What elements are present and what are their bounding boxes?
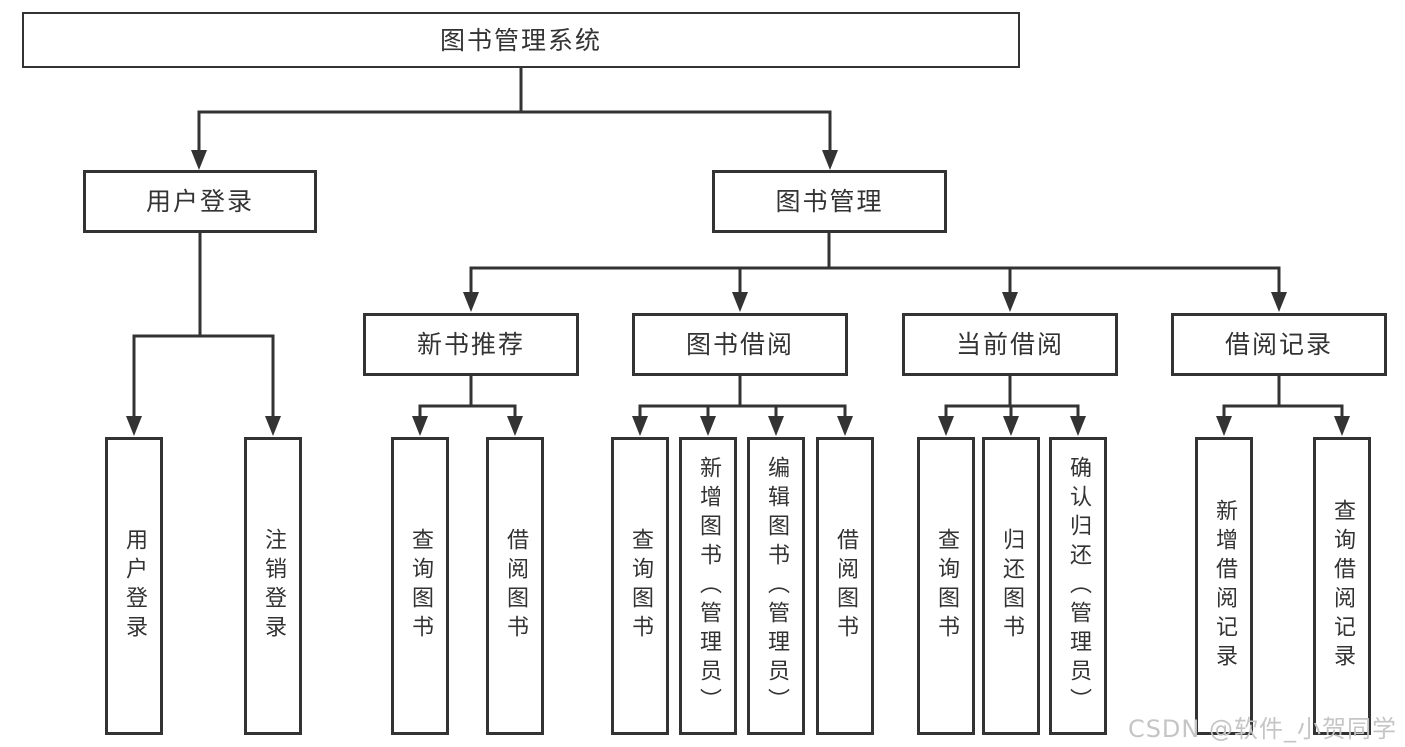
node-current-borrow: 当前借阅 (902, 313, 1118, 376)
node-new-book-recommend: 新书推荐 (363, 313, 579, 376)
node-user-login: 用户登录 (83, 170, 317, 233)
leaf-logout: 注销登录 (244, 437, 302, 735)
node-book-borrow: 图书借阅 (632, 313, 848, 376)
leaf-label: 编辑图书（管理员） (764, 455, 789, 717)
csdn-watermark: CSDN @软件_小贺同学 (1127, 715, 1397, 743)
leaf-label: 查询图书 (628, 528, 653, 644)
leaf-recommend-query-book: 查询图书 (391, 437, 449, 735)
leaf-label: 用户登录 (122, 528, 147, 644)
node-label: 新书推荐 (416, 330, 525, 359)
leaf-label: 查询图书 (934, 528, 959, 644)
leaf-label: 确认归还（管理员） (1066, 455, 1091, 717)
node-label: 用户登录 (145, 187, 254, 216)
leaf-records-add-record: 新增借阅记录 (1195, 437, 1253, 735)
leaf-recommend-borrow-book: 借阅图书 (486, 437, 544, 735)
leaf-label: 注销登录 (261, 528, 286, 644)
leaf-label: 借阅图书 (833, 528, 858, 644)
leaf-user-login: 用户登录 (105, 437, 163, 735)
node-label: 图书借阅 (685, 330, 794, 359)
leaf-label: 新增借阅记录 (1212, 499, 1237, 673)
node-book-management: 图书管理 (712, 170, 947, 233)
leaf-label: 查询借阅记录 (1330, 499, 1355, 673)
leaf-borrow-borrow-book: 借阅图书 (816, 437, 874, 735)
leaf-current-return-book: 归还图书 (982, 437, 1040, 735)
leaf-borrow-edit-book-admin: 编辑图书（管理员） (747, 437, 805, 735)
leaf-label: 新增图书（管理员） (696, 455, 721, 717)
node-label: 图书管理 (775, 187, 884, 216)
node-library-management-system: 图书管理系统 (22, 12, 1020, 68)
leaf-records-query-record: 查询借阅记录 (1313, 437, 1371, 735)
node-label: 当前借阅 (955, 330, 1064, 359)
node-label: 图书管理系统 (439, 25, 602, 55)
leaf-label: 借阅图书 (503, 528, 528, 644)
leaf-current-query-book: 查询图书 (917, 437, 975, 735)
leaf-label: 查询图书 (408, 528, 433, 644)
leaf-label: 归还图书 (999, 528, 1024, 644)
leaf-borrow-add-book-admin: 新增图书（管理员） (679, 437, 737, 735)
node-borrow-records: 借阅记录 (1171, 313, 1387, 376)
leaf-borrow-query-book: 查询图书 (611, 437, 669, 735)
leaf-current-confirm-return-admin: 确认归还（管理员） (1049, 437, 1107, 735)
node-label: 借阅记录 (1224, 330, 1333, 359)
